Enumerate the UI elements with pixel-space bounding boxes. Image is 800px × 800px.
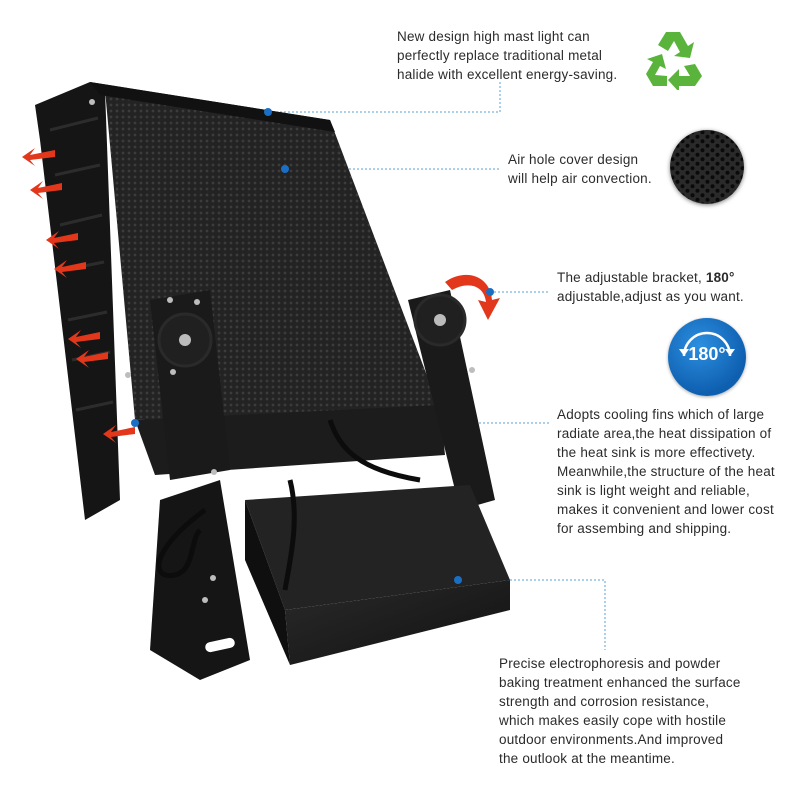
bracket-text: The adjustable bracket,	[557, 270, 702, 285]
callout-line: Meanwhile,the structure of the heat	[557, 464, 775, 479]
rotate-180-badge: 180°	[668, 318, 746, 396]
callout-bracket: The adjustable bracket, 180° adjustable,…	[557, 268, 744, 306]
rotate-180-icon	[679, 331, 735, 357]
callout-line: strength and corrosion resistance,	[499, 694, 710, 709]
callout-line: will help air convection.	[508, 171, 652, 186]
callout-line: Precise electrophoresis and powder	[499, 656, 721, 671]
perforated-cover	[90, 82, 440, 420]
callout-air-hole: Air hole cover design will help air conv…	[508, 150, 652, 188]
callout-line: Air hole cover design	[508, 152, 639, 167]
callout-line: baking treatment enhanced the surface	[499, 675, 741, 690]
callout-line: adjustable,adjust as you want.	[557, 289, 744, 304]
callout-line: makes it convenient and lower cost	[557, 502, 774, 517]
callout-line: which makes easily cope with hostile	[499, 713, 727, 728]
right-bracket	[408, 290, 495, 510]
callout-line: New design high mast light can	[397, 29, 590, 44]
callout-dots	[131, 108, 494, 584]
callout-line: halide with excellent energy-saving.	[397, 67, 618, 82]
callout-line: outdoor environments.And improved	[499, 732, 724, 747]
driver-box-top	[245, 485, 510, 610]
badge-label: 180°	[688, 344, 726, 364]
rotate-arrow-icon	[445, 274, 500, 320]
callout-coating: Precise electrophoresis and powder bakin…	[499, 654, 741, 768]
driver-box-front	[285, 580, 510, 665]
callout-line: for assembing and shipping.	[557, 521, 732, 536]
callout-cooling: Adopts cooling fins which of large radia…	[557, 405, 775, 538]
callout-line: Adopts cooling fins which of large	[557, 407, 765, 422]
callout-line: radiate area,the heat dissipation of	[557, 426, 772, 441]
callout-line: the heat sink is more effectivety.	[557, 445, 756, 460]
heat-arrow-icon	[22, 148, 135, 443]
power-cable	[327, 419, 421, 483]
callout-line: The adjustable bracket, 180°	[557, 268, 744, 287]
callout-line: the outlook at the meantime.	[499, 751, 675, 766]
callout-line: sink is light weight and reliable,	[557, 483, 750, 498]
mounting-yoke	[150, 480, 250, 680]
bracket-angle: 180°	[705, 270, 735, 285]
heat-sink-side	[35, 82, 120, 520]
callout-design: New design high mast light can perfectly…	[397, 27, 617, 84]
recycle-icon	[646, 32, 702, 90]
honeycomb-icon	[670, 130, 744, 204]
callout-line: perfectly replace traditional metal	[397, 48, 603, 63]
